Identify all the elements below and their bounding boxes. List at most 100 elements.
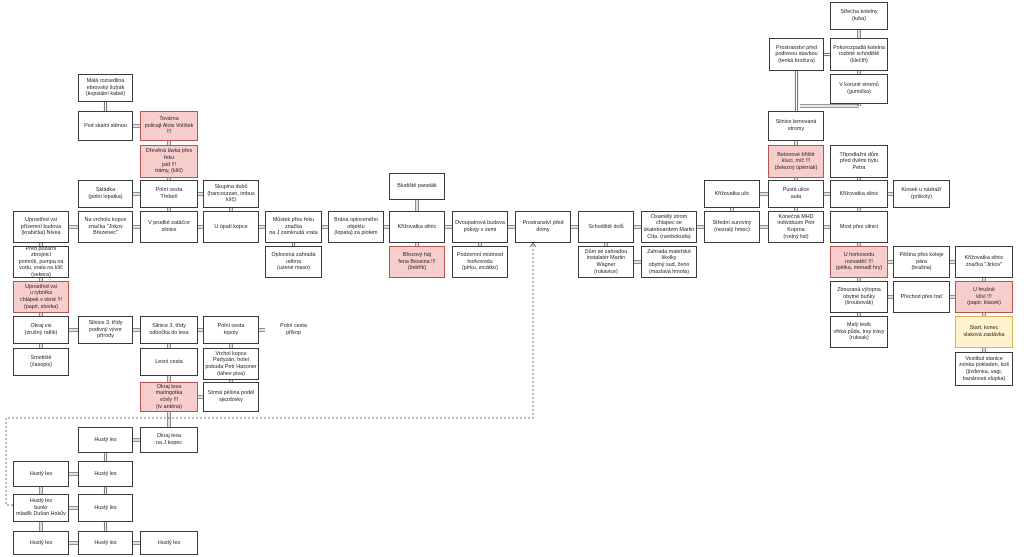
connector-silnice3-vyvor-silnice3-odbocka — [133, 328, 140, 332]
connector-strecha-kotelna — [857, 30, 861, 38]
connector-husty-1-husty-3 — [103, 453, 108, 461]
node-prechod: Přechod přes trať — [893, 281, 950, 313]
connector-prostor-budova-kotelna — [824, 52, 830, 57]
connector-husty-6-husty-7 — [133, 541, 140, 545]
connector-schodiste-dolu-dum-zahradou — [604, 243, 608, 246]
node-husty-6: Hustý les — [78, 531, 133, 555]
connector-krizovatka-silnic-r-most — [857, 208, 861, 211]
connector-pred-pozarni-uprostred-rybnika — [39, 278, 43, 281]
arrow-head — [529, 242, 537, 248]
node-betonove: Betonové hřiště kluci, míč !!! (železný … — [768, 145, 824, 178]
node-schodiste-dolu: Schodiště dolů — [578, 211, 634, 243]
connector-prechod-u-hrusne — [950, 295, 955, 299]
connector-pusta-ulice-konecna — [794, 208, 798, 211]
connector-polni-topoly-polni-prikop — [259, 328, 265, 332]
node-husty-7: Hustý les — [140, 531, 198, 555]
connector-husty-1-okraj-lesa-jkopec — [133, 438, 140, 442]
node-podzemni: Podzemní místnost horkovodu (pírku, zrcá… — [452, 246, 508, 278]
connector-silnice3-odbocka-lesni-cesta — [167, 344, 171, 348]
node-dvoupatrova: Dvoupatrová budova pokojy v zemi — [452, 211, 508, 243]
connector-dvoupatrova-prostranstvi-domy — [508, 225, 515, 229]
node-rozcesti: Malá rozsedlina ebrovský šutrák (kopsiál… — [78, 74, 133, 102]
connector-osamely-stredni — [697, 225, 704, 229]
connector-husty-bunkr-husty-5 — [39, 522, 43, 531]
node-pesina: Pěšina přes koleje pára (brašna) — [893, 246, 950, 278]
connector-schodiste-dolu-osamely — [634, 225, 641, 229]
connector-uprostred-vsi-pred-pozarni — [39, 243, 43, 246]
node-smetiste: Smetiště (časopis) — [13, 348, 69, 376]
node-uprostred-vsi: Uprostřed vsi přízemní budova (krabička)… — [13, 211, 69, 243]
node-most: Most přes silnici — [830, 211, 888, 243]
connector-silnice-lemovana-betonove — [794, 141, 798, 145]
node-stredni: Střední suroviny (nezralý hmec) — [704, 211, 760, 243]
dashed-connector — [5, 243, 534, 506]
connector-u-horkovodu-pesina — [888, 260, 893, 264]
node-krizovatka-ulic: Křižovatka ulic — [704, 180, 760, 208]
node-silnice3-odbocka: Silnice 3. třídy odbočka do lesa — [140, 316, 198, 344]
node-pusta-ulice: Pustá ulice auta — [768, 180, 824, 208]
node-vestibul: Vestibul stanice zvinka pokladen, koš (j… — [955, 352, 1013, 386]
node-strecha: Střecha kotelny (tuba) — [830, 2, 888, 30]
connector-kotelna-koruna — [857, 71, 861, 74]
connector-drevena-lavka-polni-cesta-treben — [167, 178, 171, 180]
connector-okraj-lesa-maringotka-strmi-pesina — [198, 395, 203, 399]
node-krizovatka-jirkov: Křižovatka silnic značka "Jirkov" — [955, 246, 1013, 278]
node-brezovy: Březový háj fena Bessina !!! (žebřík) — [389, 246, 445, 278]
connector-krizovatka-jirkov-u-hrusne — [982, 278, 986, 281]
node-pod-skalni: Pod skalní stěnou — [78, 111, 133, 141]
connector-okraj-lesa-maringotka-okraj-lesa-jkopec — [167, 412, 171, 427]
connector-zbourana-prechod — [888, 295, 893, 299]
connector-uprostred-vsi-na-vrcholu — [69, 225, 78, 229]
node-dum-zahradou: Dům se zahradou instalatér Martin Wägner… — [578, 246, 634, 278]
node-v-prudke: V prudké zatáčce silnice — [140, 211, 198, 243]
node-strmi-pesina: Strmá pěšina podél sjezdovky — [203, 382, 259, 412]
node-husty-2: Hustý les — [13, 461, 69, 487]
connector-okraj-vsi-silnice3-vyvor — [69, 328, 78, 332]
connector-u-upati-mustek — [259, 225, 265, 229]
node-zbourana: Zbouraná výtopna obytné buňky (šroubovák… — [830, 281, 888, 313]
connector-konecna-most — [824, 225, 830, 229]
node-vrchol-partyzan: Vrchol kopce Partyzán, hotel pobuda Petr… — [203, 348, 259, 380]
connector-krizovatka-silnic-dvoupatrova — [445, 225, 452, 229]
node-okraj-vsi: Okraj vsi (zrušný ratlík) — [13, 316, 69, 344]
node-konecna: Konečná MHD individuum Petr Koprna (rodn… — [768, 211, 824, 243]
connector-krizovatka-silnic-r-kiosek — [888, 192, 893, 196]
node-okraj-lesa-jkopec: Okraj lesa na J kopec — [140, 427, 198, 453]
node-tovarna: Továrna policajt Alois Volíšek !!! — [140, 111, 198, 141]
connector-mustek-oplocena — [291, 243, 296, 246]
connector-tovarna-drevena-lavka — [167, 141, 171, 145]
node-krizovatka-silnic: Křižovatka silnic — [389, 211, 445, 243]
node-pred-pozarni: Před požární zbrojnicí pomník, pumpa na … — [13, 246, 69, 278]
connector-zbourana-maly-lesik — [857, 313, 861, 316]
node-skupina-dubu: Skupina dubů (hancourzan, imbus klíč) — [203, 180, 259, 208]
connector-dvoupatrova-podzemni — [478, 243, 482, 246]
connector-prostor-silnice — [794, 71, 799, 111]
node-silnice3-vyvor: Silnice 3. třídy podivný vývor přírody — [78, 316, 133, 344]
connector-okraj-vsi-smetiste — [39, 344, 43, 348]
connector-pod-skalni-tovarna — [133, 124, 140, 128]
node-mustek: Můstek přes řeku značka na J zamknutá vr… — [265, 211, 322, 243]
node-maly-lesik: Malý lesík vlhká půda, trsy trávy (ruksa… — [830, 316, 888, 348]
connector-koruna-b — [800, 104, 859, 108]
node-husty-3: Hustý les — [78, 461, 133, 487]
node-husty-5: Hustý les — [13, 531, 69, 555]
connector-husty-bunkr-husty-4 — [69, 506, 78, 510]
node-start: Start, konec vlaková zastávka — [955, 316, 1013, 348]
connector-polni-cesta-treben-v-prudke — [167, 208, 171, 211]
connector-pesina-krizovatka-jirkov — [950, 260, 955, 264]
connector-polni-topoly-vrchol-partyzan — [229, 344, 233, 348]
connector-na-vrcholu-v-prudke — [133, 225, 140, 229]
node-koruna: V koruně stromů (gumička) — [830, 74, 888, 104]
node-brana: Brána oploceného objektu (lopata) za plo… — [328, 211, 384, 243]
connector-tripodlazni-krizovatka-silnic-r — [857, 178, 861, 180]
connector-husty-3-husty-4 — [103, 487, 108, 494]
node-zahrada-materske: Zahrada mateřské školky obytný sud, ženo… — [641, 246, 697, 278]
connector-silnice3-odbocka-polni-topoly — [198, 328, 203, 332]
node-husty-1: Hustý les — [78, 427, 133, 453]
node-kotelna: Pokorozpadlá kotelna rozbité schodiště (… — [830, 38, 888, 71]
connector-mustek-brana — [322, 225, 328, 229]
connector-husty-2-husty-3 — [69, 472, 78, 476]
connector-pusta-ulice-krizovatka-silnic-r — [824, 192, 830, 196]
node-lesni-cesta: Lesní cesta — [140, 348, 198, 376]
